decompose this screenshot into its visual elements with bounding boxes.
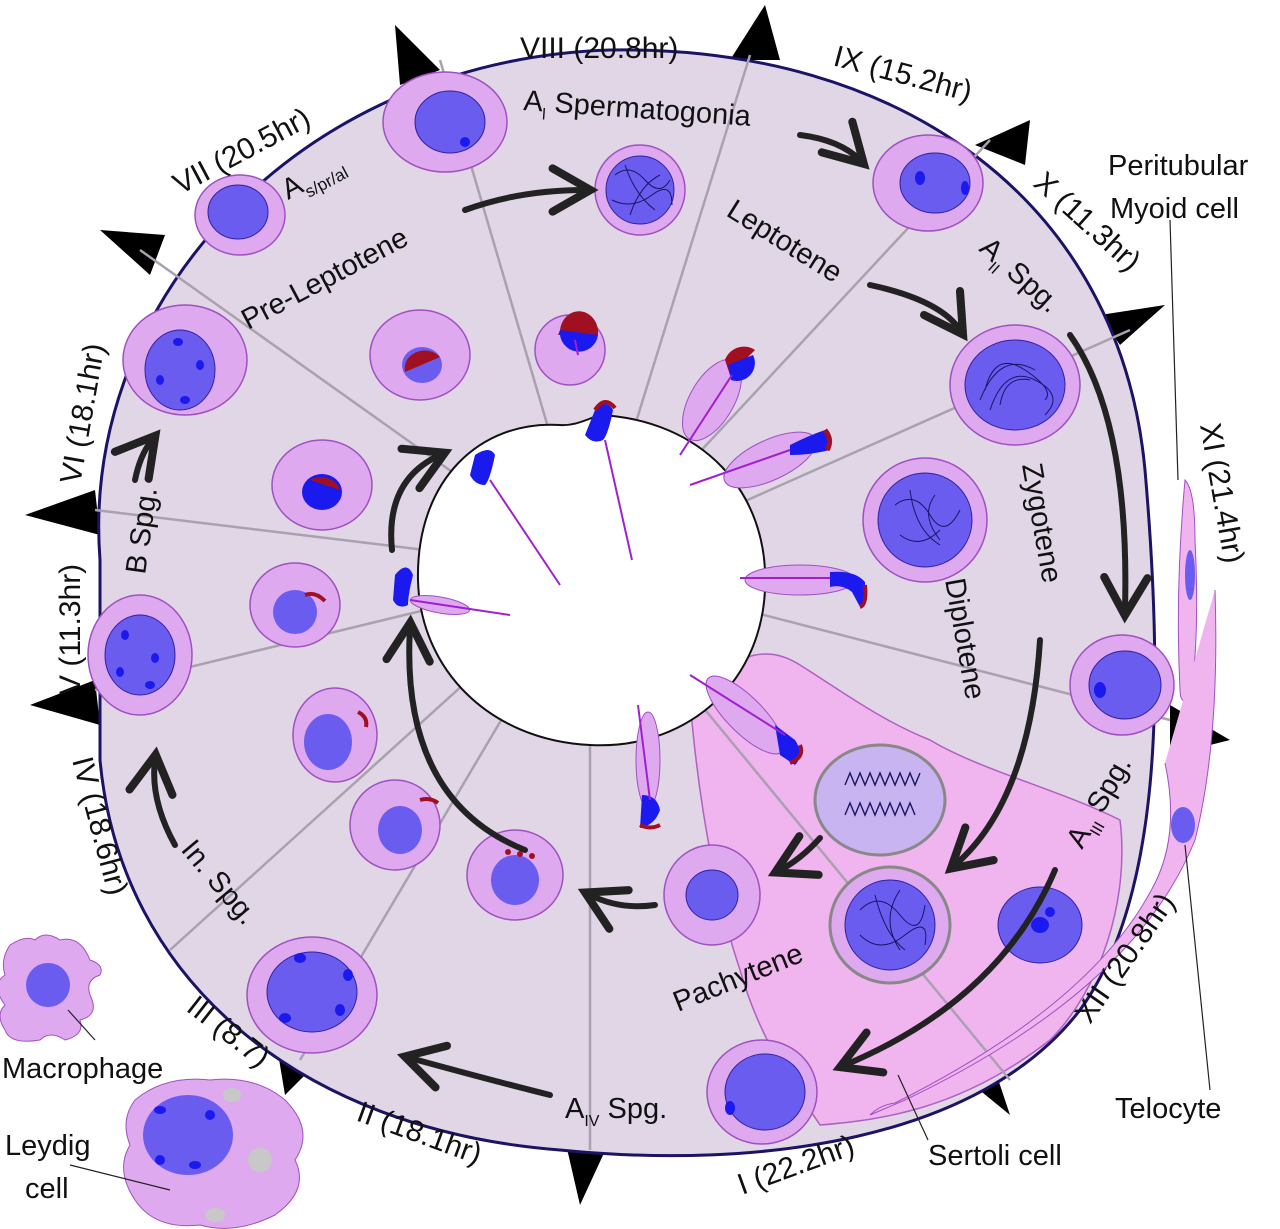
label-sertoli: Sertoli cell — [928, 1140, 1062, 1172]
cycle-arrows — [110, 117, 1152, 1098]
outside-labels: Peritubular Myoid cell Telocyte Sertoli … — [2, 150, 1249, 1205]
elongated-spermatids — [393, 346, 868, 830]
stage-xi-label: XI (21.4hr) — [1193, 420, 1250, 565]
label-myoid: Myoid cell — [1110, 193, 1239, 225]
label-leydig: Leydig — [5, 1130, 90, 1162]
cell-metaphase — [813, 743, 947, 857]
label-telocyte: Telocyte — [1115, 1093, 1221, 1125]
label-peritubular: Peritubular — [1108, 150, 1249, 182]
label-aiv: AIV Spg. — [565, 1093, 667, 1130]
interstitial-cells — [0, 934, 304, 1229]
germ-cells — [87, 71, 1175, 1145]
lumen — [416, 413, 767, 747]
label-macrophage: Macrophage — [2, 1053, 163, 1085]
outer-cells — [869, 219, 1217, 1141]
telocyte-cell — [869, 589, 1217, 1116]
stage-v-label: V (11.3hr) — [54, 564, 87, 695]
stage-viii-label: VIII (20.8hr) — [520, 32, 678, 65]
label-leydig-cell: cell — [25, 1173, 69, 1205]
